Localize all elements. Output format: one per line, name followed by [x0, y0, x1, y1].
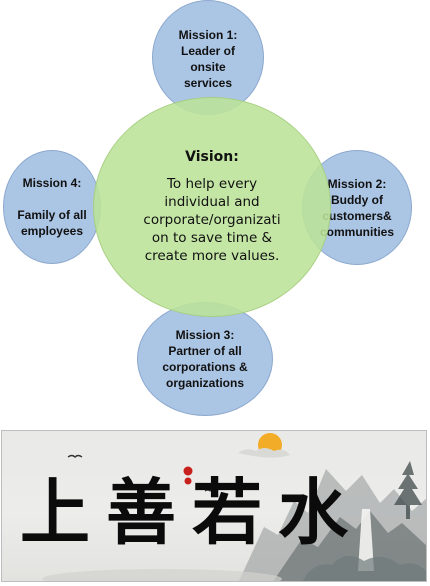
seal-stamp: [183, 466, 193, 476]
vision-title: Vision:: [185, 149, 239, 165]
calligraphy-char: 善: [106, 470, 176, 555]
calligraphy-char: 上: [20, 470, 90, 555]
rock-shadow: [42, 569, 282, 581]
bird-icon: [204, 489, 216, 492]
mission-4-label: Mission 4: Family of all employees: [17, 176, 87, 238]
bird-icon: [67, 454, 83, 458]
rocks: [303, 555, 426, 581]
calligraphy-banner: 上 善 若 水: [1, 430, 427, 582]
calligraphy-char: 水: [278, 470, 348, 555]
vision-text: To help every individual and corporate/o…: [143, 176, 281, 264]
mission-1-circle: Mission 1: Leader of onsite services: [152, 0, 264, 115]
cloud-icon: [238, 448, 290, 458]
pine-tree: [394, 461, 422, 519]
vision-mission-diagram: Mission 1: Leader of onsite services Mis…: [3, 0, 412, 416]
mission-1-label: Mission 1: Leader of onsite services: [178, 27, 238, 90]
vision-circle: Vision: To help every individual and cor…: [93, 97, 331, 317]
mission-3-circle: Mission 3: Partner of all corporations &…: [137, 302, 273, 416]
waterfall: [358, 509, 374, 571]
calligraphy-text: 上 善 若 水: [20, 470, 348, 555]
calligraphy-char: 若: [192, 470, 262, 555]
mission-4-circle: Mission 4: Family of all employees: [3, 150, 101, 264]
mission-2-label: Mission 2: Buddy of customers& communiti…: [319, 176, 394, 239]
landscape-painting: [42, 433, 426, 581]
seal-stamp: [184, 477, 192, 485]
mission-3-label: Mission 3: Partner of all corporations &…: [162, 328, 248, 390]
